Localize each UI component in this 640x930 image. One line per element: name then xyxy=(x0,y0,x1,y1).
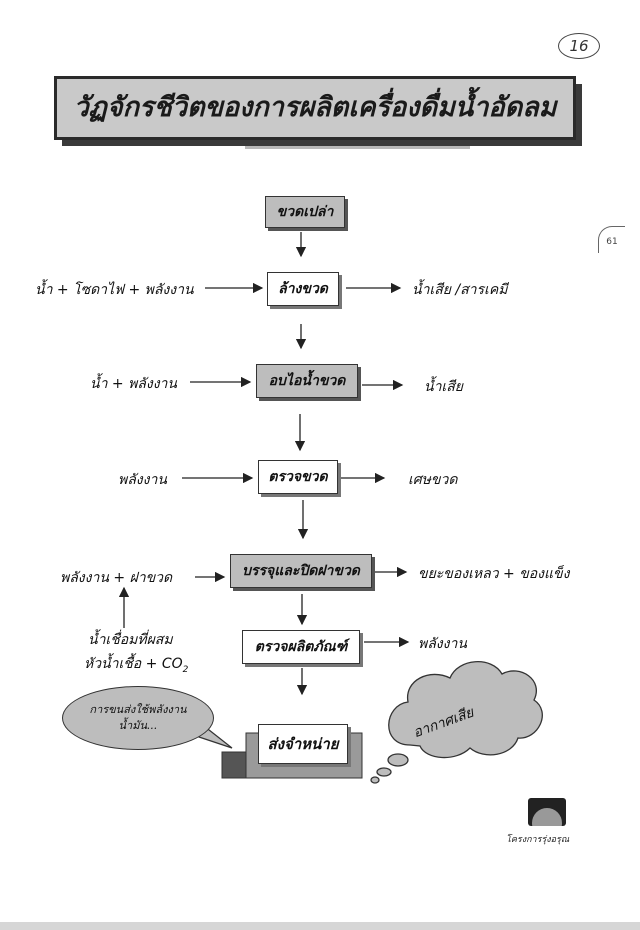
page-title: วัฏจักรชีวิตของการผลิตเครื่องดื่มน้ำอัดล… xyxy=(54,76,576,140)
title-underline xyxy=(245,146,470,149)
speech-bubble: การขนส่งใช้พลังงานน้ำมัน... xyxy=(62,686,214,750)
input-syrup-line1: น้ำเชื่อมที่ผสม xyxy=(88,632,173,648)
input-wash: น้ำ + โซดาไฟ + พลังงาน xyxy=(35,282,194,298)
logo-icon xyxy=(528,798,566,826)
speech-bubble-text: การขนส่งใช้พลังงานน้ำมัน... xyxy=(89,703,187,732)
co2-subscript: 2 xyxy=(182,664,189,675)
logo-sun-arc xyxy=(532,808,562,826)
step-fill-and-cap: บรรจุและปิดฝาขวด xyxy=(230,554,372,588)
input-fill: พลังงาน + ฝาขวด xyxy=(60,570,173,586)
output-fill: ขยะของเหลว + ของแข็ง xyxy=(418,566,570,582)
step-distribute: ส่งจำหน่าย xyxy=(258,724,348,764)
input-steam: น้ำ + พลังงาน xyxy=(90,376,177,392)
step-steam-bottle: อบไอน้ำขวด xyxy=(256,364,358,398)
input-inspect: พลังงาน xyxy=(118,472,167,488)
input-syrup-line2-text: หัวน้ำเชื้อ + CO xyxy=(84,656,183,672)
output-inspect: เศษขวด xyxy=(408,472,458,488)
logo-caption: โครงการรุ่งอรุณ xyxy=(506,835,570,845)
step-wash-bottle: ล้างขวด xyxy=(267,272,339,306)
step-empty-bottle: ขวดเปล่า xyxy=(265,196,345,228)
output-inspect-product: พลังงาน xyxy=(418,636,467,652)
bottom-edge xyxy=(0,922,640,930)
thought-cloud-shape xyxy=(370,661,543,784)
input-syrup-line2: หัวน้ำเชื้อ + CO2 xyxy=(84,653,188,675)
distribute-base-dark xyxy=(221,751,249,779)
step-inspect-product: ตรวจผลิตภัณฑ์ xyxy=(242,630,360,664)
output-wash: น้ำเสีย /สารเคมี xyxy=(412,282,508,298)
step-inspect-bottle: ตรวจขวด xyxy=(258,460,338,494)
output-steam: น้ำเสีย xyxy=(424,379,463,395)
margin-page-mark: 61 xyxy=(598,226,625,253)
page-number: 16 xyxy=(558,33,600,59)
